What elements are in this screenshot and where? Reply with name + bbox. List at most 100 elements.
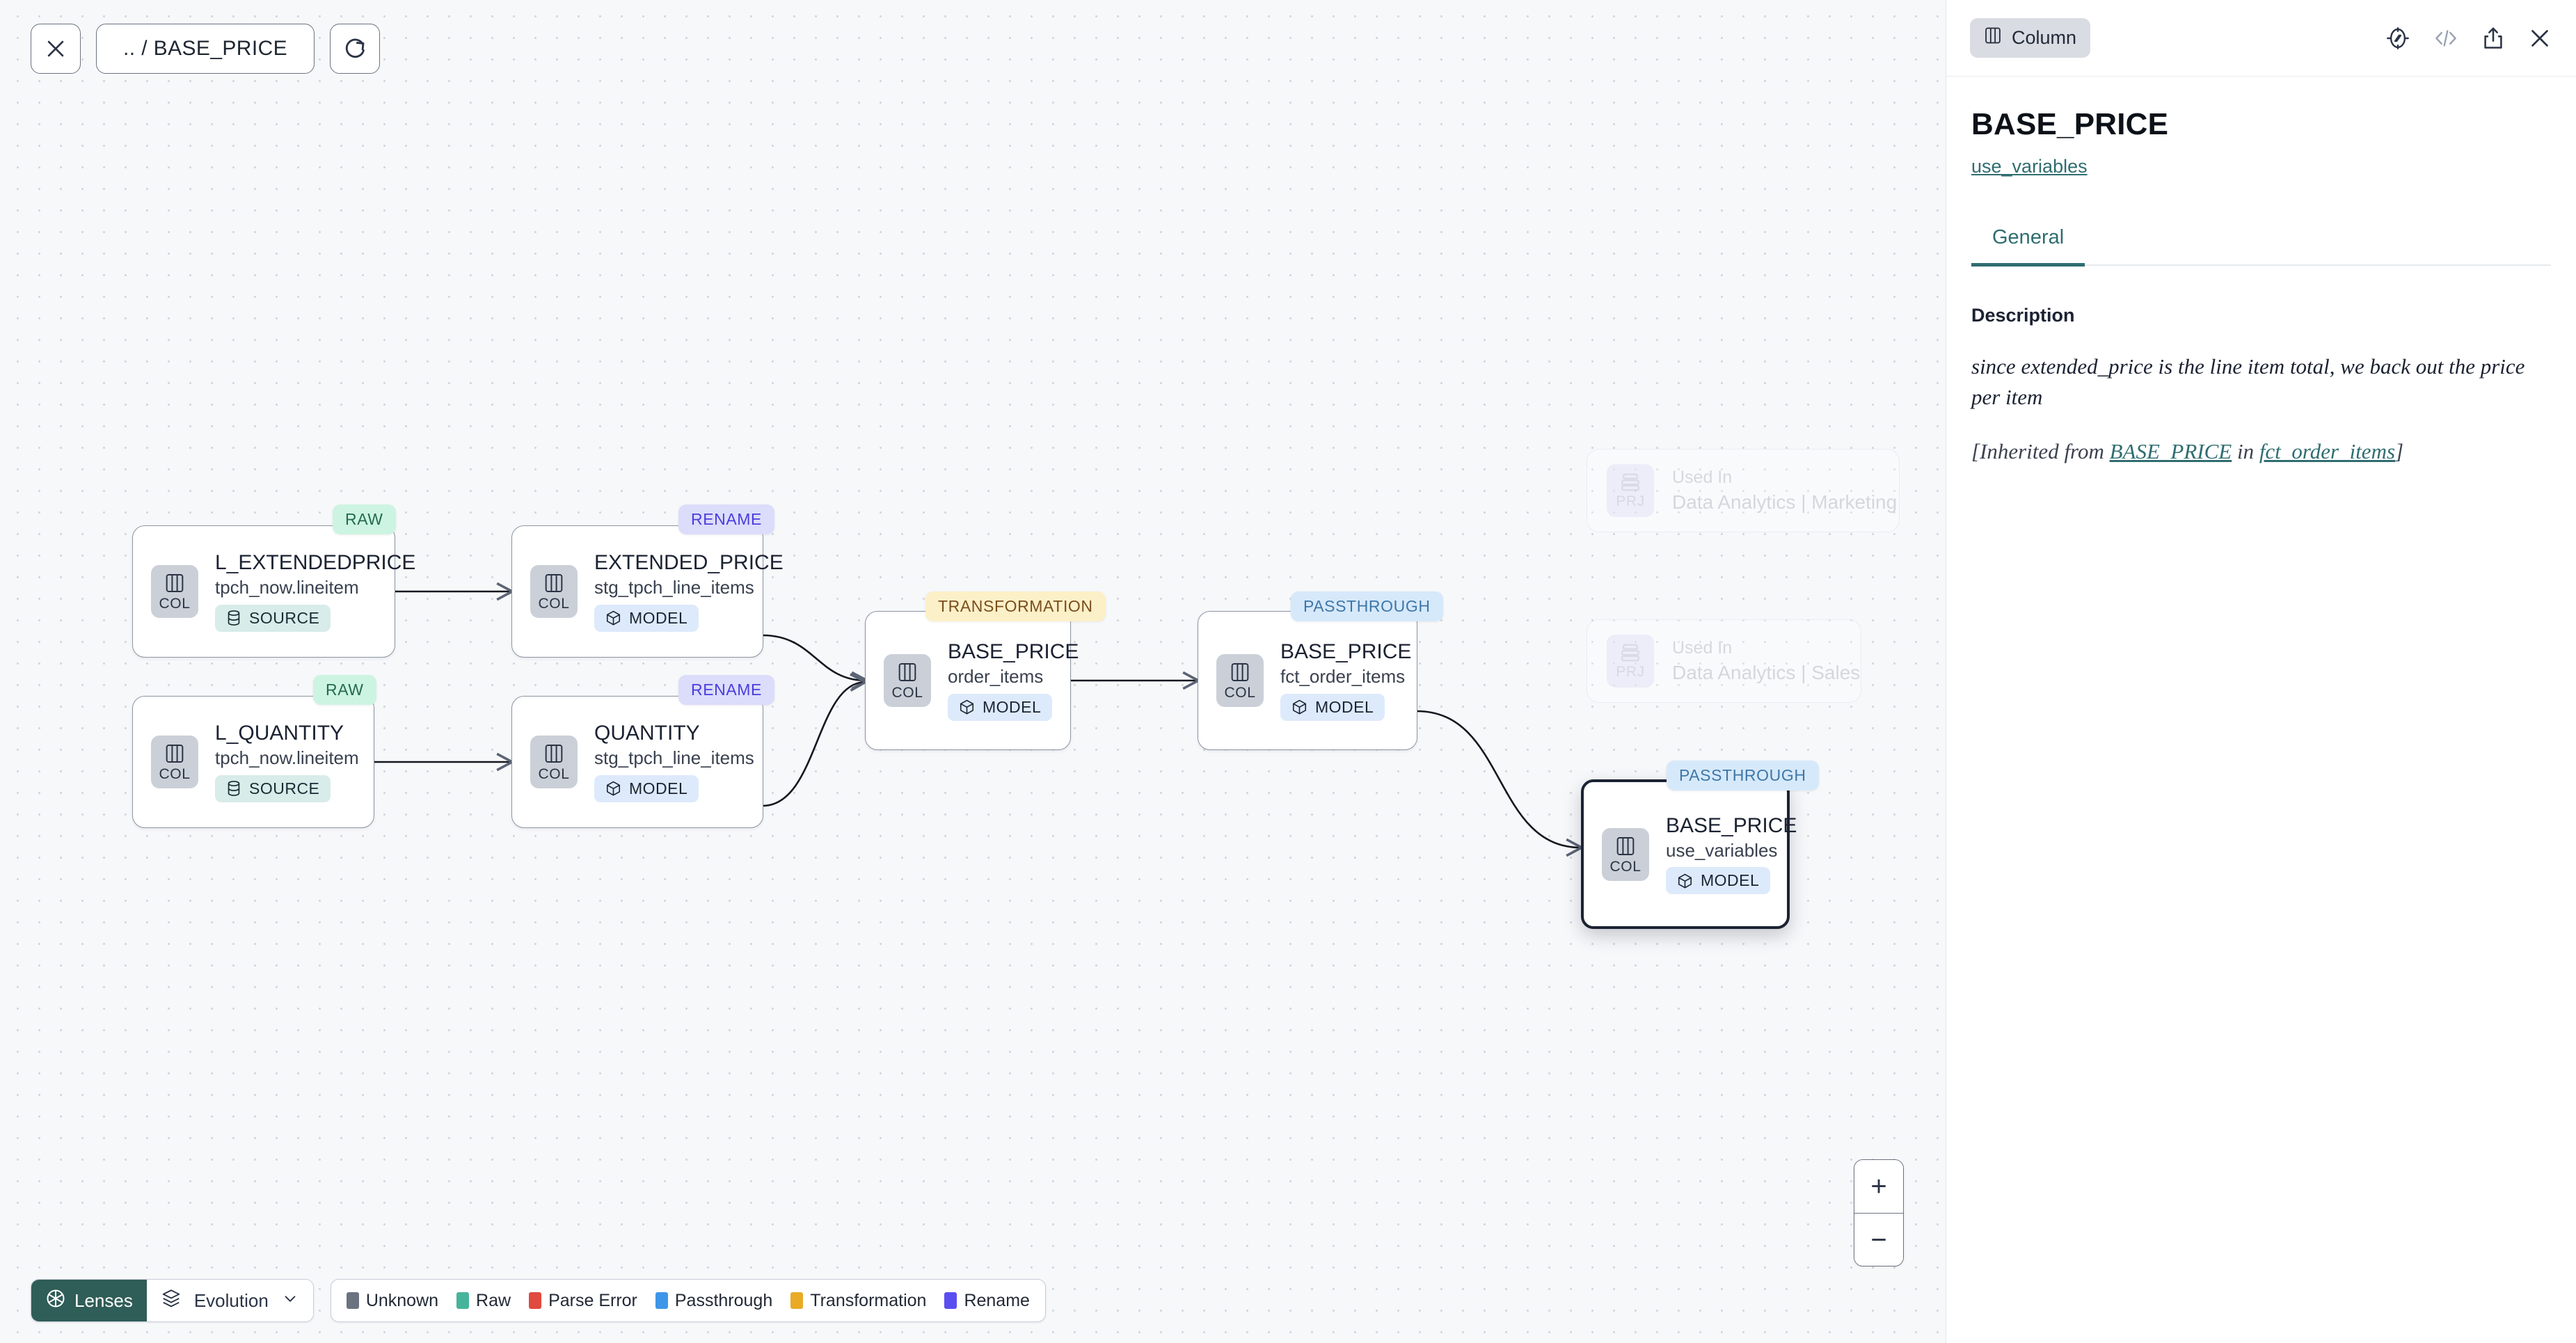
column-icon-label: COL — [892, 685, 923, 700]
column-icon-label: COL — [539, 596, 570, 611]
node-base-price-fct-order-items[interactable]: COL BASE_PRICE fct_order_items MODEL — [1198, 611, 1417, 750]
cube-icon — [1677, 873, 1693, 889]
column-icon-label: COL — [1225, 685, 1256, 700]
lens-badge-passthrough: PASSTHROUGH — [1291, 591, 1443, 621]
database-icon — [226, 780, 241, 797]
column-icon: COL — [884, 654, 931, 707]
node-title: L_QUANTITY — [215, 722, 359, 745]
legend-swatch — [944, 1292, 957, 1309]
legend-label: Passthrough — [675, 1291, 772, 1311]
cube-icon — [959, 699, 975, 715]
lens-selector-group: Lenses Evolution — [31, 1279, 314, 1322]
node-title: BASE_PRICE — [1280, 640, 1411, 663]
column-icon: COL — [1216, 654, 1264, 707]
refresh-button[interactable] — [330, 24, 380, 74]
node-chip-model: MODEL — [594, 775, 699, 802]
node-subtitle: stg_tpch_line_items — [594, 748, 754, 768]
inherited-prefix: [Inherited from — [1971, 439, 2110, 463]
legend-item: Rename — [944, 1291, 1030, 1311]
column-icon: COL — [1602, 828, 1649, 881]
node-l-quantity[interactable]: COL L_QUANTITY tpch_now.lineitem SOURCE — [132, 696, 374, 828]
detail-panel-actions — [2385, 26, 2552, 51]
node-base-price-use-variables[interactable]: COL BASE_PRICE use_variables MODEL — [1581, 779, 1790, 929]
ghost-node-used-in-marketing[interactable]: PRJ Used In Data Analytics | Marketing — [1587, 449, 1900, 532]
close-panel-icon[interactable] — [2527, 26, 2552, 51]
detail-panel-body: BASE_PRICE use_variables General Descrip… — [1946, 77, 2576, 1343]
column-icon: COL — [151, 736, 198, 788]
legend-item: Raw — [456, 1291, 511, 1311]
entity-type-badge[interactable]: Column — [1970, 18, 2090, 58]
zoom-controls: + − — [1854, 1159, 1904, 1266]
ghost-title: Data Analytics | Marketing — [1672, 493, 1897, 512]
chevron-down-icon — [281, 1289, 299, 1312]
legend-item: Transformation — [790, 1291, 926, 1311]
description-section-label: Description — [1971, 305, 2551, 326]
node-quantity[interactable]: COL QUANTITY stg_tpch_line_items MODEL — [511, 696, 763, 828]
node-title: EXTENDED_PRICE — [594, 551, 784, 574]
node-chip-label: SOURCE — [249, 609, 319, 628]
legend-swatch — [655, 1292, 668, 1309]
node-chip-label: MODEL — [983, 698, 1041, 717]
lens-badge-raw: RAW — [333, 504, 396, 534]
description-inherited-note: [Inherited from BASE_PRICE in fct_order_… — [1971, 436, 2551, 467]
legend-label: Transformation — [810, 1291, 926, 1311]
column-icon-label: COL — [159, 767, 191, 781]
lens-dropdown[interactable]: Evolution — [147, 1280, 313, 1321]
ghost-kicker: Used In — [1672, 469, 1897, 486]
canvas-bottom-toolbar: Lenses Evolution — [31, 1279, 1046, 1322]
zoom-out-button[interactable]: − — [1854, 1213, 1903, 1266]
code-icon[interactable] — [2433, 26, 2459, 50]
lens-badge-rename: RENAME — [678, 675, 774, 705]
detail-panel-header: Column — [1946, 0, 2576, 77]
project-icon: PRJ — [1607, 635, 1654, 688]
inherited-column-link[interactable]: BASE_PRICE — [2110, 439, 2232, 463]
close-button[interactable] — [31, 24, 81, 74]
compass-icon[interactable] — [2385, 26, 2410, 51]
node-title: BASE_PRICE — [948, 640, 1079, 663]
legend-label: Raw — [476, 1291, 511, 1311]
column-icon: COL — [151, 565, 198, 618]
legend-swatch — [529, 1292, 541, 1309]
node-title: L_EXTENDEDPRICE — [215, 551, 415, 574]
ghost-kicker: Used In — [1672, 639, 1860, 657]
cube-icon — [605, 610, 621, 626]
node-extended-price[interactable]: COL EXTENDED_PRICE stg_tpch_line_items M… — [511, 525, 763, 658]
node-subtitle: stg_tpch_line_items — [594, 578, 784, 598]
lens-dropdown-value: Evolution — [194, 1290, 269, 1312]
aperture-icon — [45, 1288, 66, 1314]
database-icon — [226, 610, 241, 626]
project-icon-label: PRJ — [1616, 494, 1644, 509]
node-subtitle: use_variables — [1666, 841, 1797, 861]
legend-label: Parse Error — [548, 1291, 637, 1311]
lens-badge-passthrough: PASSTHROUGH — [1667, 761, 1819, 790]
column-icon: COL — [530, 736, 578, 788]
ghost-title: Data Analytics | Sales — [1672, 663, 1860, 683]
lineage-canvas[interactable]: .. / BASE_PRICE — [0, 0, 1946, 1343]
tab-general[interactable]: General — [1971, 226, 2085, 267]
node-subtitle: tpch_now.lineitem — [215, 748, 359, 768]
description-text: since extended_price is the line item to… — [1971, 351, 2551, 413]
layers-icon — [161, 1288, 182, 1314]
lenses-button[interactable]: Lenses — [31, 1280, 147, 1321]
node-title: QUANTITY — [594, 722, 754, 745]
node-chip-model: MODEL — [594, 605, 699, 632]
legend-label: Unknown — [366, 1291, 438, 1311]
zoom-in-button[interactable]: + — [1854, 1160, 1903, 1213]
legend-item: Parse Error — [529, 1291, 637, 1311]
parent-model-link[interactable]: use_variables — [1971, 156, 2088, 177]
lens-badge-rename: RENAME — [678, 504, 774, 534]
node-chip-model: MODEL — [1280, 694, 1385, 721]
node-chip-label: MODEL — [1701, 871, 1759, 890]
column-icon-label: COL — [1610, 859, 1641, 874]
legend-swatch — [456, 1292, 469, 1309]
share-icon[interactable] — [2481, 26, 2505, 51]
ghost-node-used-in-sales[interactable]: PRJ Used In Data Analytics | Sales — [1587, 619, 1861, 703]
node-base-price-order-items[interactable]: COL BASE_PRICE order_items MODEL — [865, 611, 1071, 750]
node-subtitle: fct_order_items — [1280, 667, 1411, 687]
node-chip-source: SOURCE — [215, 605, 331, 632]
breadcrumb-path-button[interactable]: .. / BASE_PRICE — [96, 24, 315, 74]
node-l-extendedprice[interactable]: COL L_EXTENDEDPRICE tpch_now.lineitem SO… — [132, 525, 395, 658]
close-icon — [44, 37, 67, 61]
inherited-model-link[interactable]: fct_order_items — [2259, 439, 2395, 463]
